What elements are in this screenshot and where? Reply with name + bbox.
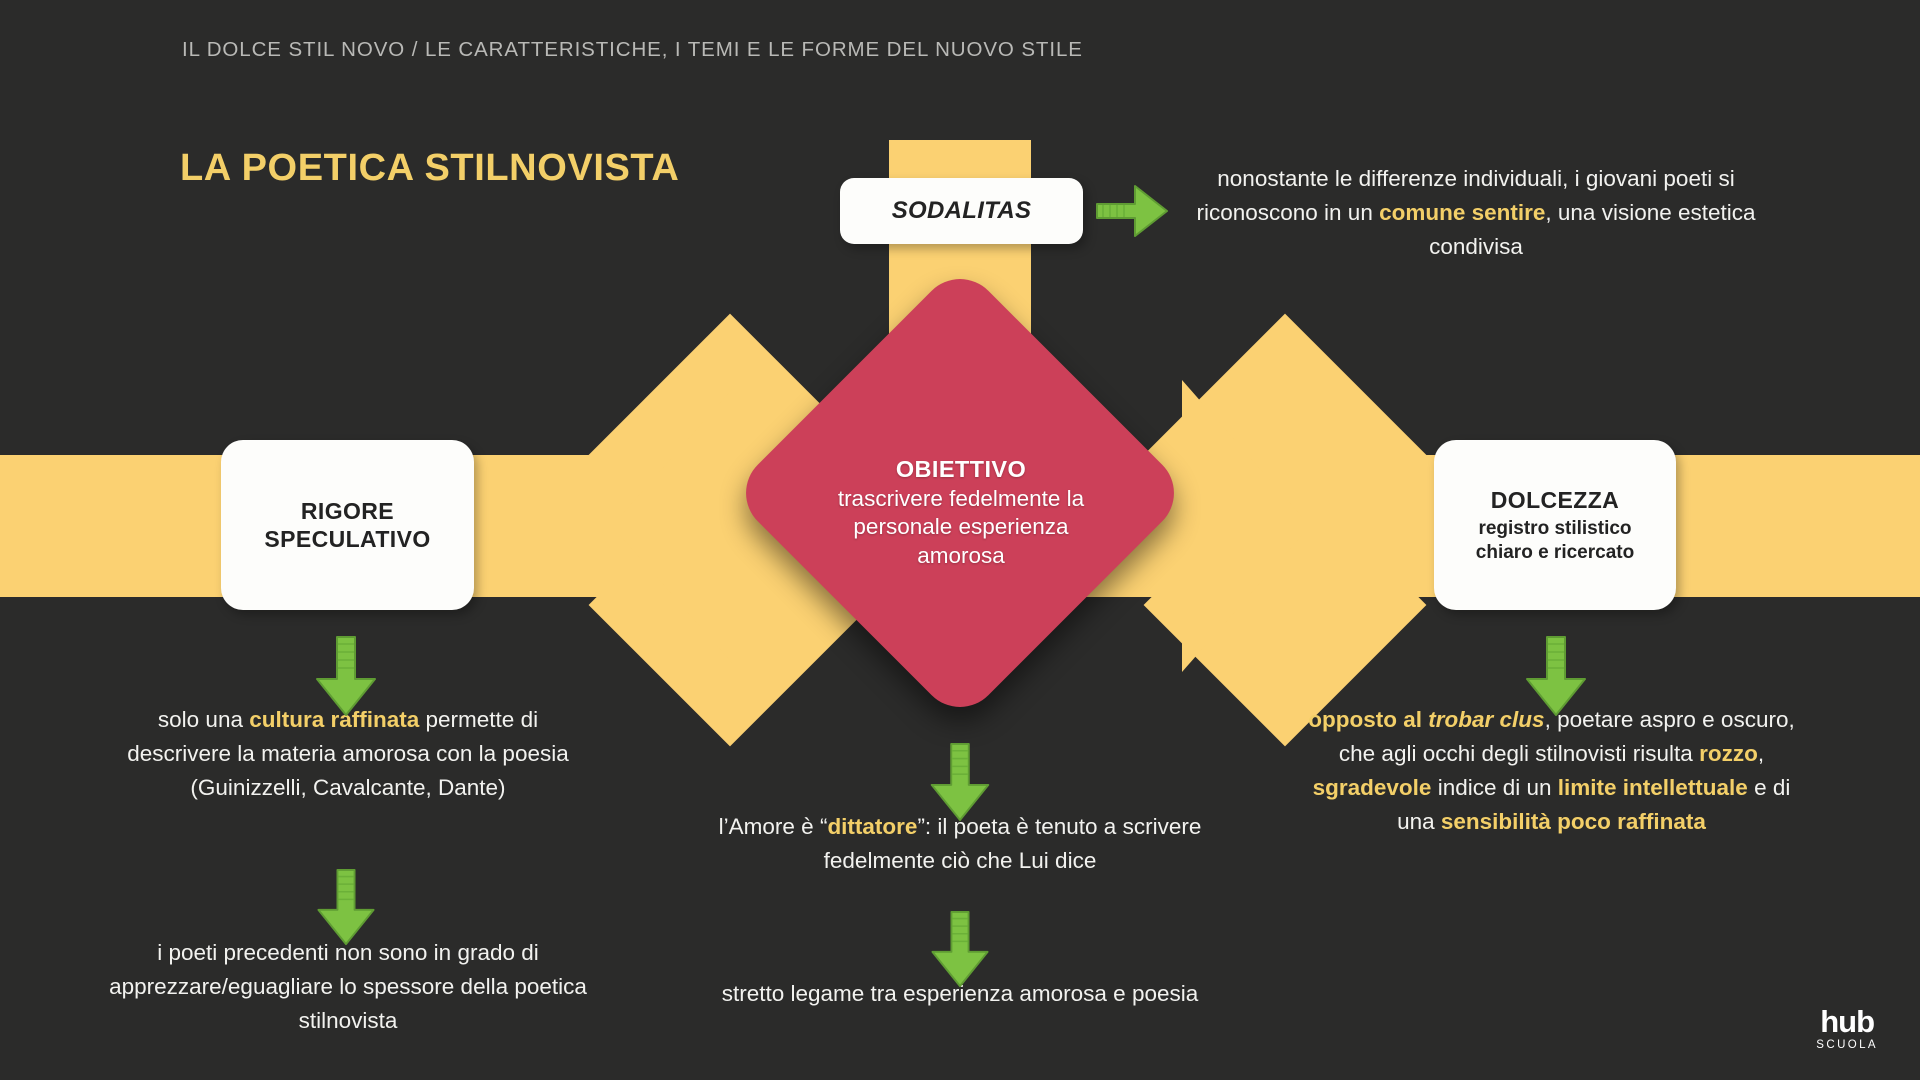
- seg-plain: e di una: [1397, 775, 1791, 834]
- seg-highlight: sgradevole: [1312, 775, 1432, 800]
- center-line-1: trascrivere fedelmente la: [837, 485, 1085, 511]
- seg-plain: , poetare aspro e oscuro, che agli occhi…: [1338, 707, 1795, 766]
- seg-plain: i poeti precedenti non sono in grado di …: [109, 940, 587, 1033]
- card-dolcezza-sub2: chiaro e ricercato: [1475, 541, 1635, 563]
- seg-plain: solo una: [157, 707, 250, 732]
- center-line-2: personale esperienza: [853, 514, 1069, 539]
- logo-subtitle: SCUOLA: [1816, 1039, 1878, 1051]
- hub-scuola-logo: hub SCUOLA: [1816, 1004, 1878, 1052]
- card-sodalitas-label: SODALITAS: [891, 197, 1032, 224]
- seg-highlight: sensibilità poco raffinata: [1440, 809, 1706, 834]
- seg-plain: nonostante le differenze individuali, i …: [1196, 166, 1735, 225]
- yellow-arrowhead-right: [1182, 380, 1310, 672]
- card-dolcezza-sub1: registro stilistico: [1478, 517, 1632, 539]
- card-rigore-speculativo[interactable]: RIGORE SPECULATIVO: [221, 440, 474, 610]
- seg-highlight: dittatore: [827, 814, 918, 839]
- slide-kicker: IL DOLCE STIL NOVO / LE CARATTERISTICHE,…: [182, 38, 1083, 61]
- yellow-arrowhead-left: [612, 380, 740, 672]
- green-arrow-down-center-2: [931, 910, 989, 988]
- seg-plain: indice di un: [1431, 775, 1558, 800]
- seg-plain: , una visione estetica condivisa: [1429, 200, 1756, 259]
- green-arrow-right-sodalitas: [1096, 185, 1168, 237]
- text-rigore-detail-2: i poeti precedenti non sono in grado di …: [108, 936, 588, 1038]
- seg-highlight: limite intellettuale: [1557, 775, 1748, 800]
- card-dolcezza[interactable]: DOLCEZZA registro stilistico chiaro e ri…: [1434, 440, 1676, 610]
- center-line-3: amorosa: [917, 542, 1005, 568]
- seg-plain: ”: il poeta è tenuto a scrivere fedelmen…: [823, 814, 1202, 873]
- seg-plain: l’Amore è “: [718, 814, 828, 839]
- seg-highlight-italic: trobar clus: [1428, 707, 1545, 732]
- card-rigore-line2: SPECULATIVO: [264, 526, 431, 552]
- green-arrow-down-left-2: [317, 868, 375, 946]
- seg-highlight: comune sentire: [1379, 200, 1546, 225]
- text-rigore-detail-1: solo una cultura raffinata permette di d…: [108, 703, 588, 805]
- green-arrow-down-center-1: [930, 742, 990, 822]
- text-obiettivo-detail-1: l’Amore è “dittatore”: il poeta è tenuto…: [700, 810, 1220, 878]
- text-sodalitas-description: nonostante le differenze individuali, i …: [1176, 162, 1776, 264]
- logo-wordmark: hub: [1820, 1004, 1875, 1039]
- green-arrow-down-left-1: [316, 636, 376, 716]
- seg-plain: permette di descrivere la materia amoros…: [127, 707, 569, 800]
- seg-highlight: opposto al: [1308, 707, 1429, 732]
- green-arrow-down-right-1: [1526, 636, 1586, 716]
- seg-highlight: rozzo: [1699, 741, 1758, 766]
- text-dolcezza-detail: opposto al trobar clus, poetare aspro e …: [1304, 703, 1799, 839]
- card-dolcezza-title: DOLCEZZA: [1490, 486, 1620, 513]
- center-title: OBIETTIVO: [895, 456, 1027, 482]
- card-sodalitas[interactable]: SODALITAS: [840, 178, 1083, 244]
- center-diamond-text: OBIETTIVO trascrivere fedelmente la pers…: [783, 455, 1139, 570]
- card-rigore-line1: RIGORE: [300, 498, 395, 524]
- seg-plain: ,: [1757, 741, 1765, 766]
- seg-highlight: cultura raffinata: [249, 707, 420, 732]
- page-title: LA POETICA STILNOVISTA: [180, 147, 680, 189]
